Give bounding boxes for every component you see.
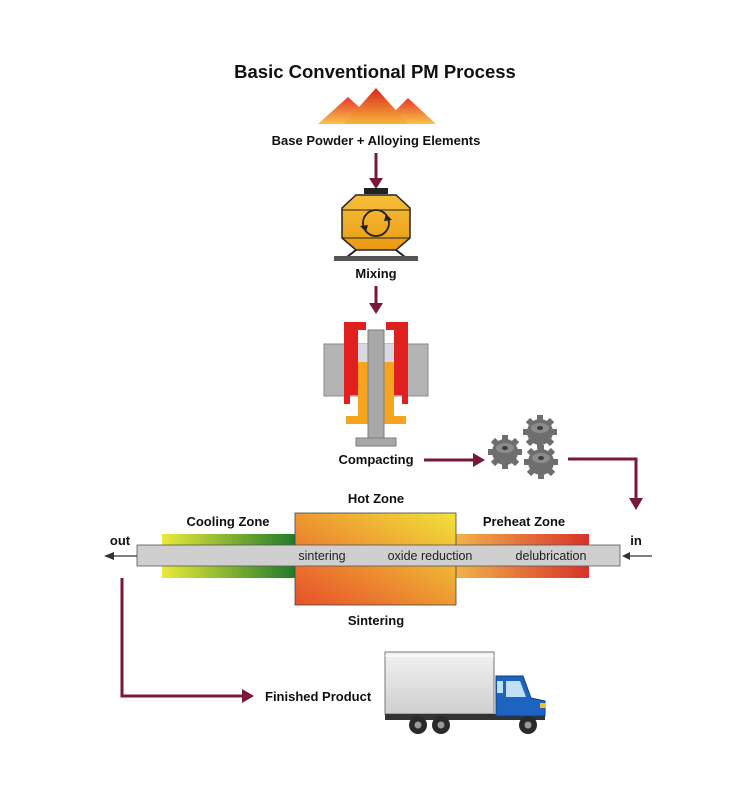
flow-arrow-parts-to-furnace: [568, 457, 643, 510]
powder-pile-icon: [318, 88, 436, 124]
preheat-zone-label: Preheat Zone: [483, 514, 565, 529]
mixer-icon: [334, 188, 418, 261]
furnace-out-label: out: [110, 533, 131, 548]
mixing-label: Mixing: [355, 266, 396, 281]
gear-icon: [524, 445, 558, 479]
compaction-press-icon: [323, 322, 429, 447]
flow-arrow-furnace-to-finished: [120, 578, 254, 703]
compacting-label: Compacting: [338, 452, 413, 467]
hot-zone-label: Hot Zone: [348, 491, 404, 506]
belt-in-arrow: [622, 552, 652, 560]
gear-icon: [523, 415, 557, 449]
flow-arrow-mixing-to-compacting: [369, 286, 383, 314]
cooling-zone-label: Cooling Zone: [186, 514, 269, 529]
belt-label-delubrication: delubrication: [516, 549, 587, 563]
flow-arrow-powder-to-mixing: [369, 153, 383, 189]
belt-label-sintering: sintering: [298, 549, 345, 563]
furnace-in-label: in: [630, 533, 642, 548]
flow-arrow-compacting-to-parts: [424, 453, 485, 467]
sintering-label: Sintering: [348, 613, 404, 628]
belt-out-arrow: [104, 552, 137, 560]
diagram-title: Basic Conventional PM Process: [234, 61, 516, 82]
truck-icon: [384, 651, 546, 734]
belt-label-oxide-reduction: oxide reduction: [388, 549, 473, 563]
gear-icon: [488, 435, 522, 469]
finished-product-label: Finished Product: [265, 689, 372, 704]
powder-label: Base Powder + Alloying Elements: [272, 133, 481, 148]
